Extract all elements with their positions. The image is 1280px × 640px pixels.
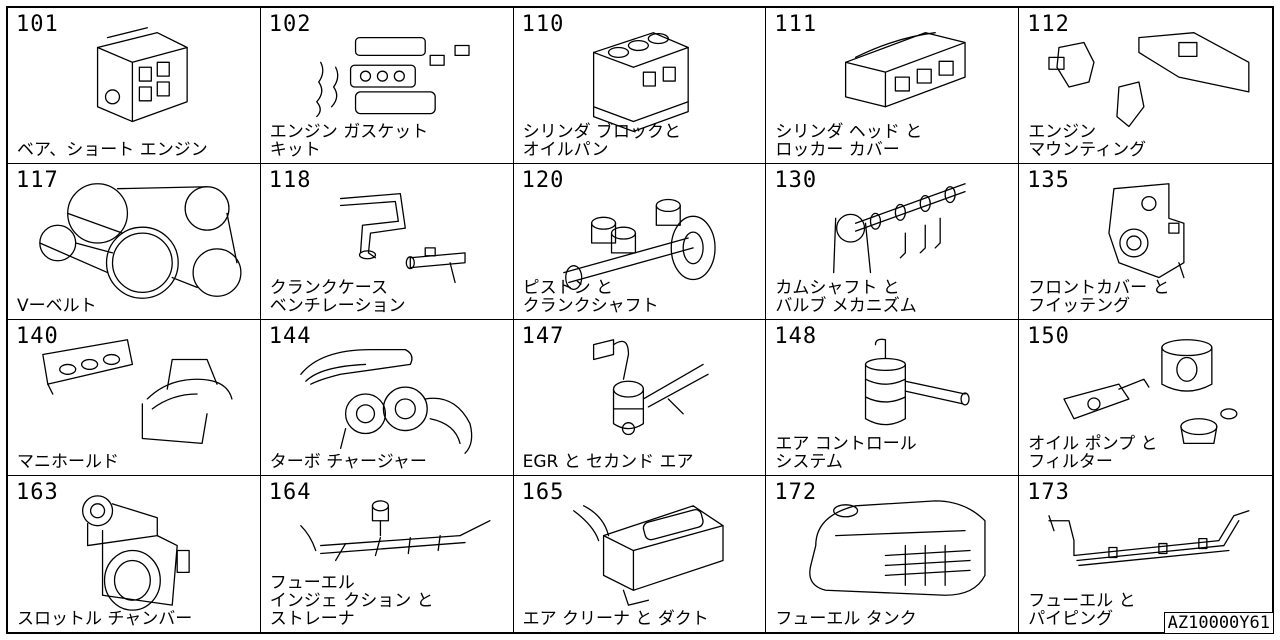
part-group-label: オイル ポンプ とフィルター (1028, 435, 1157, 471)
part-group-label-line: シリンダ ヘッド と (775, 122, 923, 142)
part-group-label-line: EGR と セカンド エア (522, 452, 694, 472)
part-group-label: エア クリーナ と ダクト (523, 610, 709, 628)
part-group-101[interactable]: 101 ベア、ショート エンジン (8, 8, 261, 164)
part-group-label-line: バルブ メカニズム (775, 296, 917, 316)
part-group-label-line: キット (269, 140, 321, 160)
part-group-label: フューエル タンク (775, 610, 916, 628)
part-group-label: EGR と セカンド エア (523, 453, 694, 471)
part-group-173[interactable]: 173 フューエル とパイピング (1019, 476, 1272, 632)
part-group-label: フロントカバー とフイッテング (1028, 279, 1169, 315)
part-group-135[interactable]: 135 フロントカバー とフイッテング (1019, 164, 1272, 320)
part-group-label: クランクケースベンチレーション (270, 279, 406, 315)
part-group-label-line: インジェ クション と (269, 591, 434, 611)
part-group-label: ターボ チャージャー (270, 453, 427, 471)
part-group-code: 144 (268, 324, 312, 349)
part-group-code: 101 (16, 12, 59, 37)
part-group-label: スロットル チャンバー (17, 610, 192, 628)
part-group-label-line: フューエル (269, 573, 355, 593)
part-group-code: 148 (774, 324, 818, 349)
part-group-163[interactable]: 163 スロットル チャンバー (8, 476, 261, 632)
part-group-code: 150 (1027, 324, 1070, 349)
part-group-code: 147 (521, 324, 565, 349)
part-group-label-line: ピストン と (522, 278, 613, 298)
part-group-label-line: システム (775, 452, 843, 472)
part-group-label: カムシャフト とバルブ メカニズム (775, 279, 916, 315)
part-group-label: エンジン ガスケットキット (270, 123, 428, 159)
part-group-label-line: フューエル と (1028, 591, 1136, 611)
part-group-label-line: オイルパン (522, 140, 609, 160)
part-group-165[interactable]: 165 エア クリーナ と ダクト (514, 476, 767, 632)
part-group-code: 102 (268, 12, 312, 37)
part-group-label-line: エンジン (1028, 122, 1097, 142)
part-group-label-line: Vーベルト (17, 296, 97, 316)
part-group-code: 163 (16, 480, 59, 505)
part-group-label-line: エア クリーナ と ダクト (522, 609, 709, 629)
part-group-label-line: ロッカー カバー (775, 140, 900, 160)
part-group-label-line: ベンチレーション (269, 296, 406, 316)
part-group-code: 172 (774, 480, 818, 505)
parts-index-grid: 101 ベア、ショート エンジン 102 エンジン ガスケットキット 110 シリンダ ブ… (6, 6, 1274, 634)
part-group-code: 165 (521, 480, 565, 505)
part-group-code: 110 (521, 12, 565, 37)
part-group-code: 117 (16, 168, 59, 193)
part-group-label: フューエルインジェ クション とストレーナ (270, 574, 434, 628)
part-group-130[interactable]: 130 カムシャフト とバルブ メカニズム (766, 164, 1020, 320)
part-group-111[interactable]: 111 シリンダ ヘッド とロッカー カバー (766, 8, 1020, 164)
part-group-label-line: フロントカバー と (1028, 278, 1170, 298)
part-group-144[interactable]: 144 ターボ チャージャー (260, 320, 514, 476)
part-group-label-line: マニホールド (17, 452, 119, 472)
part-group-label: エア コントロールシステム (775, 435, 916, 471)
part-group-code: 135 (1027, 168, 1070, 193)
catalog-code: AZ10000Y61 (1163, 612, 1273, 633)
part-group-label-line: フィルター (1028, 452, 1113, 472)
part-group-label: シリンダ ヘッド とロッカー カバー (775, 123, 922, 159)
part-group-label-line: カムシャフト と (775, 278, 900, 298)
part-group-label: ピストン とクランクシャフト (523, 279, 659, 315)
part-group-label-line: フューエル タンク (775, 609, 917, 629)
part-group-label-line: シリンダ ブロックと (522, 122, 681, 142)
part-group-label-line: エンジン ガスケット (269, 122, 429, 142)
part-group-label-line: フイッテング (1028, 296, 1131, 316)
part-group-label: エンジンマウンティング (1028, 123, 1146, 159)
part-group-150[interactable]: 150 オイル ポンプ とフィルター (1019, 320, 1272, 476)
part-group-label-line: ストレーナ (269, 609, 355, 629)
part-group-label-line: スロットル チャンバー (17, 609, 193, 629)
part-group-112[interactable]: 112 エンジンマウンティング (1019, 8, 1272, 164)
part-group-label-line: ターボ チャージャー (269, 452, 427, 472)
part-group-code: 173 (1027, 480, 1070, 505)
part-group-140[interactable]: 140 マニホールド (8, 320, 261, 476)
part-group-label: マニホールド (17, 453, 119, 471)
part-group-label: Vーベルト (17, 297, 97, 315)
part-group-code: 111 (774, 12, 818, 37)
part-group-code: 112 (1027, 12, 1070, 37)
part-group-code: 164 (268, 480, 312, 505)
part-group-code: 140 (16, 324, 59, 349)
part-group-label: シリンダ ブロックとオイルパン (523, 123, 681, 159)
part-group-164[interactable]: 164 フューエルインジェ クション とストレーナ (261, 476, 514, 632)
part-group-code: 118 (268, 168, 312, 193)
part-group-label-line: エア コントロール (775, 434, 917, 454)
part-group-118[interactable]: 118 クランクケースベンチレーション (260, 164, 514, 320)
part-group-label-line: ベア、ショート エンジン (17, 140, 208, 160)
part-group-172[interactable]: 172 フューエル タンク (766, 476, 1020, 632)
part-group-label-line: クランクケース (269, 278, 388, 298)
part-group-102[interactable]: 102 エンジン ガスケットキット (260, 8, 514, 164)
part-group-label-line: オイル ポンプ と (1028, 434, 1158, 454)
part-group-code: 120 (521, 168, 565, 193)
part-group-110[interactable]: 110 シリンダ ブロックとオイルパン (513, 8, 767, 164)
part-group-120[interactable]: 120 ピストン とクランクシャフト (513, 164, 767, 320)
part-group-code: 130 (774, 168, 818, 193)
part-group-label: ベア、ショート エンジン (17, 141, 208, 159)
part-group-label: フューエル とパイピング (1028, 592, 1135, 628)
part-group-label-line: クランクシャフト (522, 296, 659, 316)
part-group-label-line: マウンティング (1028, 140, 1147, 160)
part-group-label-line: パイピング (1028, 609, 1114, 629)
part-group-148[interactable]: 148 エア コントロールシステム (766, 320, 1020, 476)
